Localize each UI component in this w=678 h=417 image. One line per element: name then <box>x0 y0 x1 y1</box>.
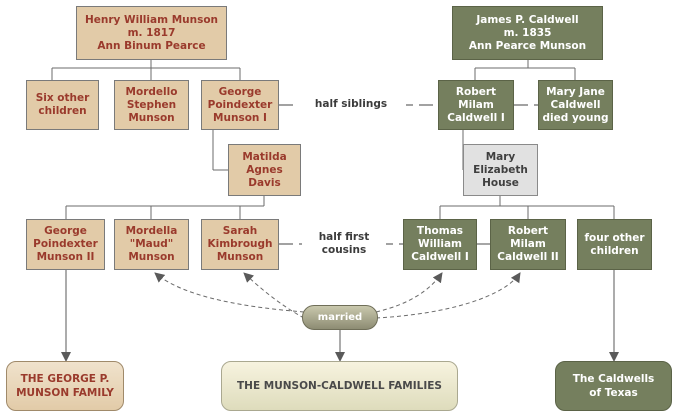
munson-caldwell-families-box: THE MUNSON-CALDWELL FAMILIES <box>221 361 458 411</box>
six-other-children-box: Six other children <box>26 80 99 130</box>
robert-caldwell-i-box: Robert Milam Caldwell I <box>438 80 514 130</box>
caldwells-of-texas-box: The Caldwells of Texas <box>555 361 672 411</box>
matilda-davis-box: Matilda Agnes Davis <box>228 144 301 196</box>
james-caldwell-box: James P. Caldwell m. 1835 Ann Pearce Mun… <box>452 6 603 60</box>
mordello-munson-box: Mordello Stephen Munson <box>114 80 189 130</box>
half-siblings-label: half siblings <box>296 98 406 111</box>
mary-house-box: Mary Elizabeth House <box>463 144 538 196</box>
mary-jane-caldwell-box: Mary Jane Caldwell died young <box>538 80 613 130</box>
robert-caldwell-ii-box: Robert Milam Caldwell II <box>490 219 566 270</box>
george-munson-family-box: THE GEORGE P. MUNSON FAMILY <box>6 361 124 411</box>
sarah-munson-box: Sarah Kimbrough Munson <box>201 219 279 270</box>
married-label: married <box>302 305 378 330</box>
half-first-cousins-label: half first cousins <box>302 231 386 257</box>
henry-munson-box: Henry William Munson m. 1817 Ann Binum P… <box>76 6 227 60</box>
george-munson-ii-box: George Poindexter Munson II <box>26 219 105 270</box>
george-munson-i-box: George Poindexter Munson I <box>201 80 279 130</box>
thomas-caldwell-box: Thomas William Caldwell I <box>403 219 477 270</box>
maud-munson-box: Mordella "Maud" Munson <box>114 219 189 270</box>
four-other-children-box: four other children <box>577 219 652 270</box>
